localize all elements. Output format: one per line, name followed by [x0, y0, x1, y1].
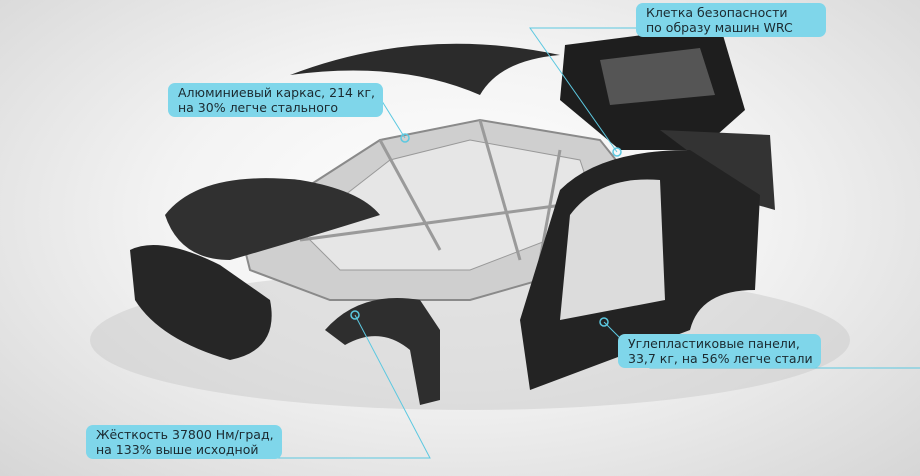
- callout-safety-cage: Клетка безопасности по образу машин WRC: [636, 3, 826, 37]
- callout-text: Жёсткость 37800 Нм/град,: [96, 427, 274, 442]
- hood-panel: [165, 178, 380, 260]
- callout-text: на 30% легче стального: [178, 100, 339, 115]
- callout-text: на 133% выше исходной: [96, 442, 259, 457]
- marker-frame: [400, 133, 410, 143]
- marker-panels: [599, 317, 609, 327]
- callout-text: по образу машин WRC: [646, 20, 793, 35]
- front-bumper: [130, 245, 272, 360]
- callout-aluminum-frame: Алюминиевый каркас, 214 кг, на 30% легче…: [168, 83, 384, 117]
- callout-markers: [350, 133, 622, 327]
- callout-carbon-panels: Углепластиковые панели, 33,7 кг, на 56% …: [618, 334, 821, 368]
- callout-text: Углепластиковые панели,: [628, 336, 800, 351]
- callout-text: 33,7 кг, на 56% легче стали: [628, 351, 813, 366]
- callout-text: Клетка безопасности: [646, 5, 788, 20]
- callout-stiffness: Жёсткость 37800 Нм/град, на 133% выше ис…: [86, 425, 282, 459]
- front-fender: [325, 298, 440, 405]
- marker-cage: [612, 147, 622, 157]
- callout-text: Алюминиевый каркас, 214 кг,: [178, 85, 376, 100]
- roof-panel: [290, 43, 560, 95]
- marker-stiffness: [350, 310, 360, 320]
